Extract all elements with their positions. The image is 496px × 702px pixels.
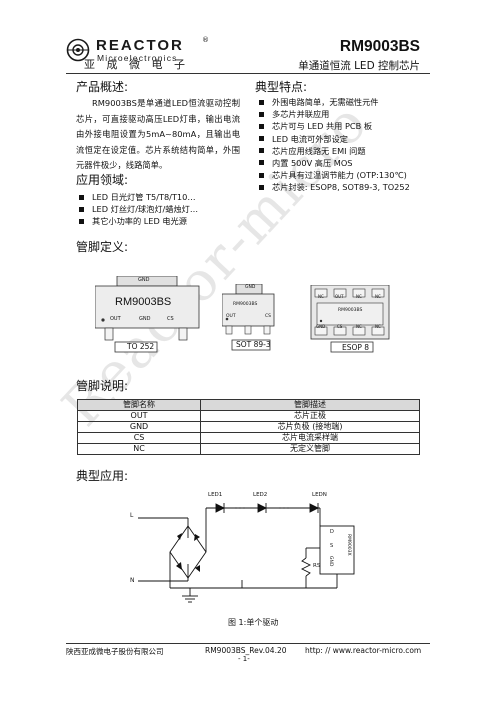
list-item: LED 灯丝灯/球泡灯/蜡烛灯…	[78, 203, 198, 215]
esop8-top-pin-1: NC	[318, 294, 324, 299]
brand-reg: ®	[202, 36, 209, 44]
esop8-top-pin-4: NC	[375, 294, 381, 299]
sot89-chip-label: RM9003BS	[233, 302, 258, 307]
table-cell: NC	[76, 443, 202, 455]
table-row: NC 无定义管脚	[76, 443, 420, 455]
to252-top-label: GND	[138, 277, 150, 283]
table-cell: CS	[76, 432, 202, 444]
esop8-bottom-pin-2: CS	[337, 324, 343, 329]
table-cell: GND	[76, 421, 202, 433]
to252-pin-gnd: GND	[139, 316, 151, 322]
label-gnd: GND	[328, 556, 333, 567]
brand-logo: REACTOR ® Microelectronics	[66, 33, 266, 73]
list-item: LED 日光灯管 T5/T8/T10…	[78, 191, 198, 203]
list-item: 外围电路简单，无需磁性元件	[258, 96, 410, 108]
esop8-package	[310, 285, 390, 353]
esop8-chip-label: RM9003BS	[338, 308, 363, 313]
esop8-bottom-pin-1: GND	[316, 324, 326, 329]
footer-company: 陕西亚成微电子股份有限公司	[66, 647, 164, 656]
sot89-pin-cs: CS	[265, 314, 271, 319]
overview-title: 产品概述:	[76, 80, 129, 94]
esop8-caption: ESOP 8	[342, 343, 370, 352]
pin-description-table: 管脚名称 管脚描述 OUT 芯片正极 GND 芯片负极 (接地端) CS 芯片电…	[76, 399, 420, 455]
header-divider	[66, 73, 430, 74]
list-item: 其它小功率的 LED 电光源	[78, 215, 198, 227]
footer-doc: RM9003BS_Rev.04.20	[205, 646, 287, 655]
brand-name: REACTOR	[96, 37, 184, 54]
table-row: CS 芯片电流采样端	[76, 432, 420, 444]
brand-cn: 亚 成 微 电 子	[84, 58, 189, 71]
pin-description-title: 管脚说明:	[76, 379, 129, 393]
table-row: OUT 芯片正极	[76, 410, 420, 422]
footer-divider	[66, 643, 430, 644]
list-item: 芯片封装: ESOP8, SOT89-3, TO252	[258, 181, 410, 193]
sot89-package	[222, 284, 275, 351]
header-subtitle: 单通道恒流 LED 控制芯片	[298, 60, 420, 72]
logo-mark-icon	[66, 38, 90, 62]
esop8-top-pin-2: OUT	[335, 294, 344, 299]
label-rs: RS	[313, 563, 321, 569]
application-circuit-diagram	[138, 503, 355, 603]
table-cell: 芯片负极 (接地端)	[200, 421, 420, 433]
label-led1: LED1	[208, 492, 223, 498]
label-n: N	[130, 577, 135, 584]
sot89-caption: SOT 89-3	[236, 340, 271, 349]
typical-application-title: 典型应用:	[76, 469, 129, 483]
table-header-cell: 管脚描述	[200, 399, 420, 411]
to252-chip-label: RM9003BS	[115, 296, 172, 308]
part-number: RM9003BS	[339, 38, 420, 55]
list-item: 多芯片并联应用	[258, 108, 410, 120]
esop8-bottom-pin-3: NC	[356, 324, 362, 329]
list-item: 内置 500V 高压 MOS	[258, 157, 410, 169]
label-s: S	[330, 543, 334, 549]
table-cell: OUT	[76, 410, 202, 422]
footer-url: http: // www.reactor-micro.com	[305, 646, 422, 655]
table-header-cell: 管脚名称	[76, 399, 202, 411]
list-item: 芯片具有过温调节能力 (OTP:130℃)	[258, 169, 410, 181]
to252-pin-cs: CS	[167, 316, 174, 322]
table-cell: 芯片正极	[200, 410, 420, 422]
label-l: L	[130, 512, 134, 519]
esop8-bottom-pin-4: NC	[375, 324, 381, 329]
footer-page-number: - 1-	[238, 655, 250, 663]
sot89-top-label: GND	[245, 285, 256, 290]
label-ledn: LEDN	[312, 492, 327, 498]
sot89-pin-out: OUT	[226, 314, 236, 319]
table-cell: 无定义管脚	[200, 443, 420, 455]
list-item: LED 电流可外部设定	[258, 133, 410, 145]
list-item: 芯片应用线路无 EMI 问题	[258, 145, 410, 157]
applications-title: 应用领域:	[76, 173, 129, 187]
figure-caption: 图 1:单个驱动	[228, 618, 279, 627]
label-chip: RM9003X	[346, 534, 351, 556]
table-row: GND 芯片负极 (接地端)	[76, 421, 420, 433]
features-title: 典型特点:	[255, 80, 308, 94]
to252-package	[95, 276, 200, 353]
pin-definition-title: 管脚定义:	[76, 240, 129, 254]
brand-sub: Microelectronics	[97, 53, 178, 63]
applications-list: LED 日光灯管 T5/T8/T10… LED 灯丝灯/球泡灯/蜡烛灯… 其它小…	[78, 191, 198, 228]
esop8-top-pin-3: NC	[356, 294, 362, 299]
table-header-row: 管脚名称 管脚描述	[76, 399, 420, 411]
overview-paragraph: RM9003BS是单通道LED恒流驱动控制芯片，可直接驱动高压LED灯串，输出电…	[76, 98, 240, 170]
to252-pin-out: OUT	[110, 316, 121, 322]
to252-caption: TO 252	[127, 342, 155, 351]
list-item: 芯片可与 LED 共用 PCB 板	[258, 120, 410, 132]
features-list: 外围电路简单，无需磁性元件 多芯片并联应用 芯片可与 LED 共用 PCB 板 …	[258, 96, 410, 194]
label-d: D	[330, 529, 334, 535]
table-cell: 芯片电流采样端	[200, 432, 420, 444]
label-led2: LED2	[253, 492, 268, 498]
